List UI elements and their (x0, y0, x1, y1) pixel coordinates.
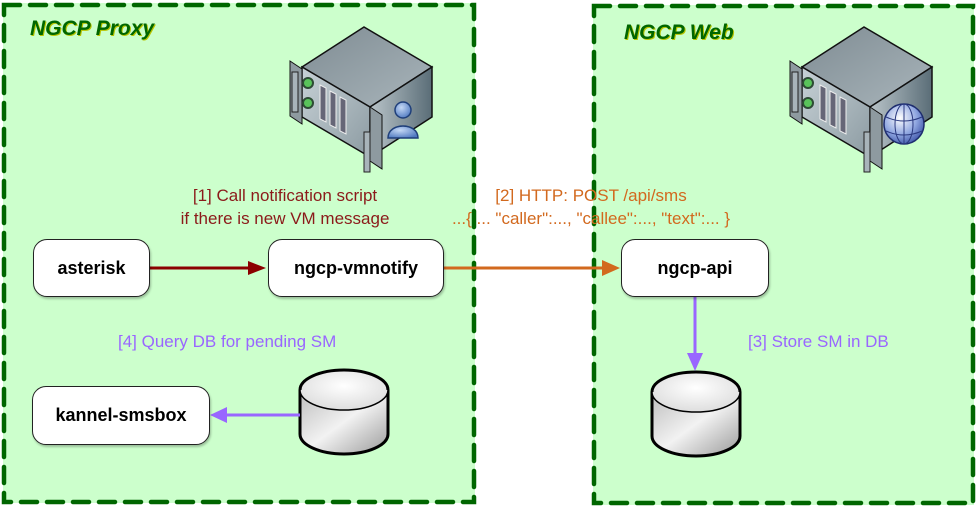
step1-line2: if there is new VM message (180, 209, 390, 228)
node-ngcp-api[interactable]: ngcp-api (621, 239, 769, 297)
zone-proxy-border (1, 2, 477, 505)
arrow-step4 (210, 407, 300, 423)
node-ngcp-vmnotify[interactable]: ngcp-vmnotify (268, 239, 444, 297)
node-kannel-smsbox[interactable]: kannel-smsbox (32, 386, 210, 445)
zone-title-proxy: NGCP Proxy (30, 17, 155, 40)
database-icon (298, 368, 390, 456)
zone-title-web: NGCP Web (624, 21, 734, 44)
step2-line2: ...{ ... "caller":..., "callee":..., "te… (451, 209, 731, 228)
step2-label: [2] HTTP: POST /api/sms ...{ ... "caller… (386, 184, 796, 230)
arrow-step3 (687, 297, 703, 371)
arrow-step1 (150, 261, 266, 275)
server-icon (789, 26, 934, 173)
server-icon (289, 26, 434, 173)
step3-label: [3] Store SM in DB (748, 332, 889, 351)
step1-line1: [1] Call notification script (192, 186, 378, 205)
arrow-step2 (444, 260, 620, 276)
database-icon (650, 370, 742, 458)
step2-line1: [2] HTTP: POST /api/sms (495, 186, 687, 205)
user-icon (387, 101, 419, 139)
zone-web-border (591, 3, 976, 506)
globe-icon (883, 103, 925, 145)
step4-label: [4] Query DB for pending SM (118, 332, 337, 351)
step1-label: [1] Call notification script if there is… (100, 184, 470, 230)
node-asterisk[interactable]: asterisk (33, 239, 150, 297)
